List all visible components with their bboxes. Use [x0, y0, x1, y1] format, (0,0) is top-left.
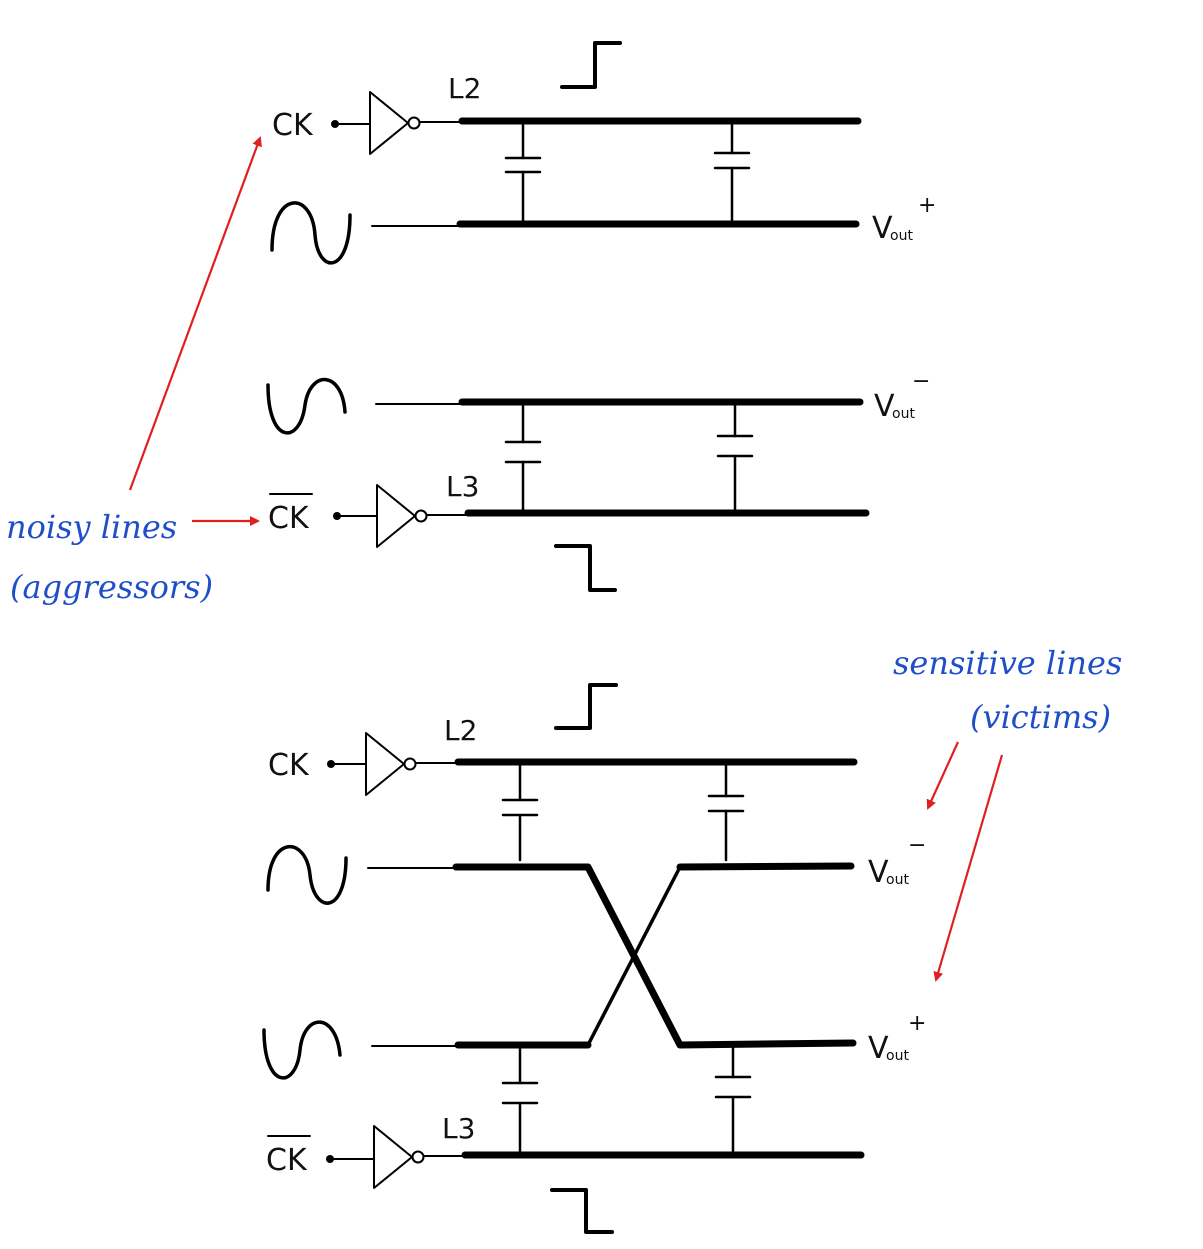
bottom-ck-inverter [365, 732, 405, 796]
victims-label-line2: (victims) [970, 698, 1111, 736]
top-capacitor-2 [713, 122, 751, 222]
victims-label-line1: sensitive lines [893, 644, 1122, 682]
top-capacitor-4 [716, 403, 754, 512]
bottom-vout-plus-label: V [868, 1031, 889, 1066]
top-ck-inverter [369, 91, 409, 155]
top-ck-terminal [331, 120, 339, 128]
aggressors-label-line1: noisy lines [6, 508, 177, 546]
top-sine-source-2-icon [266, 377, 347, 435]
bottom-rising-edge-icon [554, 683, 618, 730]
top-l2-label: L2 [448, 72, 481, 105]
top-rising-edge-icon [560, 41, 622, 89]
aggressors-label-line2: (aggressors) [10, 568, 213, 606]
top-l3-label: L3 [446, 470, 479, 503]
bottom-l2-label: L2 [444, 714, 477, 747]
top-vout-plus-sup: + [918, 193, 936, 218]
top-ckbar-label: CK [268, 501, 310, 536]
top-vout-plus-sub: out [890, 228, 913, 244]
victim-arrow-to-vout-plus [933, 754, 1004, 982]
bottom-ck-label: CK [268, 748, 310, 783]
bottom-capacitor-2 [707, 763, 745, 862]
bottom-vout-minus-sub: out [886, 872, 909, 888]
top-vout-minus-sub: out [892, 406, 915, 422]
top-ck-label: CK [272, 108, 314, 143]
bottom-sine-source-2-icon [262, 1020, 342, 1080]
top-ck-inverter-bubble [407, 116, 421, 130]
top-falling-edge-icon [554, 544, 617, 592]
bottom-capacitor-3 [501, 1046, 539, 1154]
aggressors-annotation: noisy lines (aggressors) [6, 136, 262, 606]
bottom-ckbar-inverter-bubble [411, 1150, 425, 1164]
bottom-vout-minus-label: V [868, 855, 889, 890]
bottom-ckbar-terminal [326, 1155, 334, 1163]
victim-arrow-to-vout-minus [926, 741, 960, 810]
top-vout-plus-label: V [872, 211, 893, 246]
bottom-crossed-line-b-out [676, 862, 855, 871]
bottom-circuit: CK L2 V out − [262, 683, 926, 1234]
bottom-vout-minus-sup: − [908, 833, 926, 858]
top-ckbar-inverter-bubble [414, 509, 428, 523]
aggressor-arrow-to-ck [128, 136, 262, 491]
top-ckbar-terminal [333, 512, 341, 520]
bottom-vout-plus-sup: + [908, 1011, 926, 1036]
bottom-sine-source-icon [266, 845, 348, 905]
top-vout-minus-sup: − [912, 369, 930, 394]
bottom-capacitor-4 [714, 1046, 752, 1154]
bottom-crossed-line-a [452, 863, 857, 1049]
top-sine-source-icon [270, 201, 352, 265]
bottom-crossed-line-b [456, 864, 853, 1047]
bottom-falling-edge-icon [550, 1188, 614, 1234]
top-capacitor-3 [504, 403, 542, 512]
bottom-ck-terminal [327, 760, 335, 768]
top-capacitor-1 [504, 122, 542, 222]
bottom-capacitor-1 [501, 763, 539, 862]
victims-annotation: sensitive lines (victims) [893, 644, 1122, 982]
top-vout-minus-label: V [874, 389, 895, 424]
top-ckbar-inverter [376, 484, 416, 548]
bottom-l3-label: L3 [442, 1112, 475, 1145]
top-circuit: CK L2 V out + V o [266, 41, 936, 592]
bottom-ck-inverter-bubble [403, 757, 417, 771]
bottom-vout-plus-sub: out [886, 1048, 909, 1064]
bottom-ckbar-inverter [373, 1125, 413, 1189]
bottom-ckbar-label: CK [266, 1143, 308, 1178]
